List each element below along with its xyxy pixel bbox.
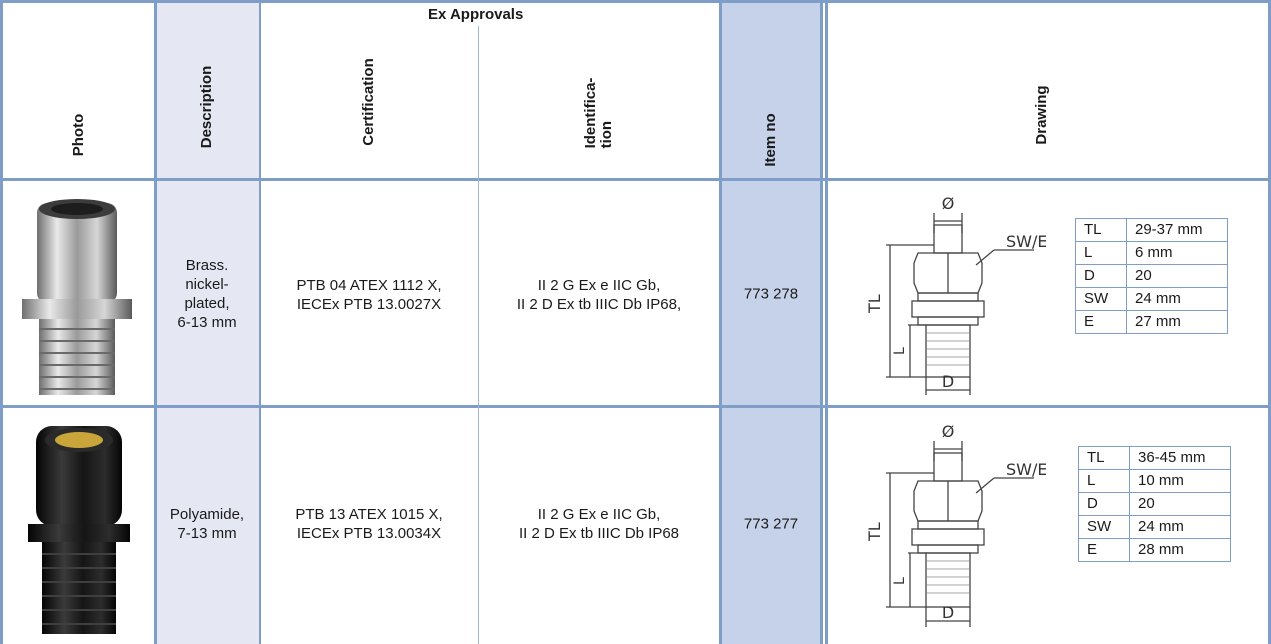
row2-description: Polyamide, 7-13 mm: [170, 505, 244, 543]
spec-key: TL: [1075, 218, 1127, 242]
spec-value: 20: [1126, 264, 1228, 288]
row2-diameter-label: Ø: [942, 423, 955, 441]
row2-certification: PTB 13 ATEX 1015 X, IECEx PTB 13.0034X: [295, 505, 442, 543]
identification-header: Identifica- tion: [582, 77, 615, 149]
spec-value: 20: [1129, 492, 1231, 516]
spec-key: L: [1075, 241, 1127, 265]
grid-line-header-bottom: [0, 178, 1271, 181]
spec-value: 24 mm: [1126, 287, 1228, 311]
grid-line-photo-desc: [154, 0, 157, 644]
row1-certification-line: PTB 04 ATEX 1112 X,: [296, 277, 442, 294]
spec-value: 29-37 mm: [1126, 218, 1228, 242]
spec-value: 36-45 mm: [1129, 446, 1231, 470]
row1-swe-label: SW/E: [1006, 232, 1046, 251]
row1-description: Brass. nickel- plated, 6-13 mm: [177, 256, 236, 332]
row1-identification-line: II 2 G Ex e IIC Gb,: [537, 277, 661, 294]
grid-line-ident-item: [719, 0, 722, 644]
spec-key: SW: [1078, 515, 1130, 539]
row1-certification: PTB 04 ATEX 1112 X, IECEx PTB 13.0027X: [296, 276, 441, 314]
spec-key: D: [1078, 492, 1130, 516]
row2-tl-label: TL: [865, 522, 884, 542]
grid-line-item-drawing-b: [825, 0, 828, 644]
row1-dimension-drawing: Ø SW/E TL L D: [846, 195, 1046, 403]
row2-item-no: 773 277: [743, 515, 799, 533]
drawing-header: Drawing: [1033, 85, 1050, 145]
grid-line-row-separator: [0, 405, 1271, 408]
row2-identification-line: II 2 D Ex tb IIIC Db IP68: [518, 525, 680, 542]
row2-description-line: 7-13 mm: [177, 525, 237, 542]
row2-swe-label: SW/E: [1006, 460, 1046, 479]
row2-identification: II 2 G Ex e IIC Gb, II 2 D Ex tb IIIC Db…: [519, 505, 679, 543]
row1-certification-line: IECEx PTB 13.0027X: [296, 296, 442, 313]
polyamide-cable-gland-photo: [28, 426, 130, 634]
spec-value: 10 mm: [1129, 469, 1231, 493]
row2-description-line: Polyamide,: [169, 506, 245, 523]
ex-approvals-heading: Ex Approvals: [428, 6, 524, 23]
identification-header-line2: tion: [598, 120, 615, 149]
row1-description-line: 6-13 mm: [177, 314, 237, 331]
row2-dimension-drawing: Ø SW/E TL L D: [846, 423, 1046, 633]
row2-certification-line: IECEx PTB 13.0034X: [296, 525, 442, 542]
row2-d-label: D: [942, 603, 954, 622]
brass-cable-gland-photo: [22, 199, 132, 395]
spec-key: E: [1075, 310, 1127, 334]
row1-diameter-label: Ø: [942, 195, 955, 213]
description-header: Description: [198, 65, 215, 149]
grid-line-item-drawing-a: [820, 0, 823, 644]
row1-tl-label: TL: [865, 294, 884, 314]
row1-description-line: plated,: [184, 295, 230, 312]
item-no-header: Item no: [762, 113, 779, 167]
grid-line-cert-ident: [478, 26, 479, 644]
identification-header-line1: Identifica-: [582, 77, 599, 149]
grid-line-right: [1268, 0, 1271, 644]
row2-l-label: L: [892, 577, 908, 585]
row1-identification-line: II 2 D Ex tb IIIC Db IP68,: [516, 296, 682, 313]
photo-header: Photo: [70, 113, 87, 157]
row2-identification-line: II 2 G Ex e IIC Gb,: [537, 506, 661, 523]
certification-header: Certification: [360, 58, 377, 146]
spec-key: L: [1078, 469, 1130, 493]
row2-certification-line: PTB 13 ATEX 1015 X,: [295, 506, 443, 523]
spec-value: 28 mm: [1129, 538, 1231, 562]
item-column-bg: [721, 0, 820, 644]
spec-key: SW: [1075, 287, 1127, 311]
row1-item-no: 773 278: [743, 285, 799, 303]
spec-key: TL: [1078, 446, 1130, 470]
row1-description-line: Brass.: [185, 257, 229, 274]
spec-value: 27 mm: [1126, 310, 1228, 334]
spec-value: 24 mm: [1129, 515, 1231, 539]
grid-line-left: [0, 0, 3, 644]
spec-key: D: [1075, 264, 1127, 288]
description-column-bg: [155, 0, 260, 644]
spec-value: 6 mm: [1126, 241, 1228, 265]
row1-d-label: D: [942, 372, 954, 391]
row1-l-label: L: [892, 347, 908, 355]
grid-line-desc-cert: [259, 0, 261, 644]
spec-key: E: [1078, 538, 1130, 562]
row1-description-line: nickel-: [185, 276, 229, 293]
row1-identification: II 2 G Ex e IIC Gb, II 2 D Ex tb IIIC Db…: [517, 276, 681, 314]
grid-line-top: [0, 0, 1271, 3]
